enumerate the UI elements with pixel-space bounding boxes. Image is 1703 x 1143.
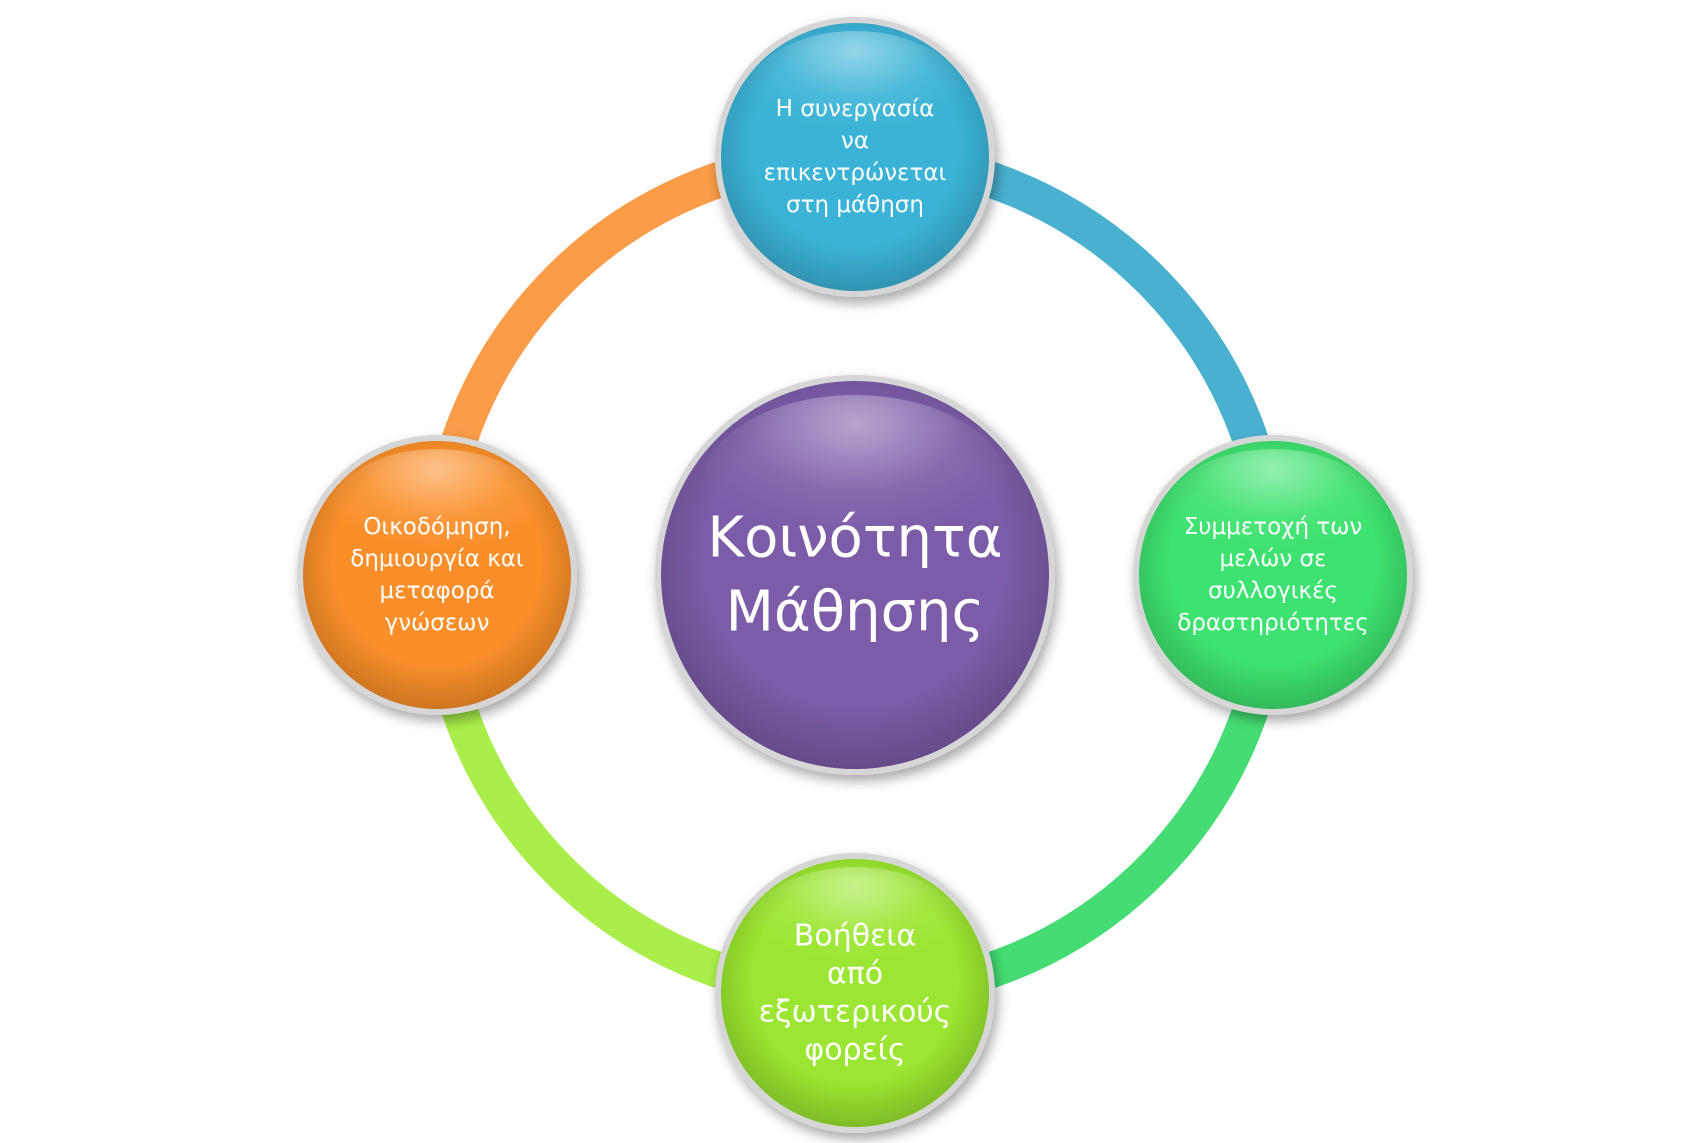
node-bottom-text-line: από <box>827 957 883 992</box>
node-right-text-line: Συμμετοχή των <box>1184 514 1363 540</box>
node-top-gloss <box>745 31 965 166</box>
node-top-text-line: να <box>841 128 869 154</box>
node-left-text-line: γνώσεων <box>385 610 490 636</box>
center-text-line: Κοινότητα <box>707 506 1002 571</box>
node-top-text-line: Η συνεργασία <box>776 96 935 122</box>
node-bottom-gloss <box>745 867 965 1002</box>
node-right-text-line: δραστηριότητες <box>1177 610 1369 636</box>
node-right-gloss <box>1163 449 1383 584</box>
ring-nodes: Η συνεργασία να επικεντρώνεται στη μάθησηΣυ… <box>297 17 1413 1133</box>
center-text-line: Μάθησης <box>726 580 985 645</box>
node-bottom-text-line: εξωτερικούς <box>759 995 952 1030</box>
node-left-text-line: Οικοδόμηση, <box>363 514 510 540</box>
node-bottom <box>715 853 995 1133</box>
node-top <box>715 17 995 297</box>
node-left-text-line: μεταφορά <box>379 578 494 604</box>
node-left-gloss <box>327 449 547 584</box>
center <box>655 375 1055 775</box>
node-right-text-line: μελών σε <box>1219 546 1326 572</box>
node-right <box>1133 435 1413 715</box>
node-right-text-line: συλλογικές <box>1208 578 1338 604</box>
node-left <box>297 435 577 715</box>
node-left-text-line: δημιουργία και <box>350 546 523 572</box>
node-bottom-text-line: Βοήθεια <box>794 919 916 954</box>
node-bottom-text-line: φορείς <box>804 1033 905 1068</box>
node-top-text-line: επικεντρώνεται <box>764 160 947 186</box>
node-top-text-line: στη μάθηση <box>786 192 924 218</box>
center-gloss <box>699 395 1011 587</box>
